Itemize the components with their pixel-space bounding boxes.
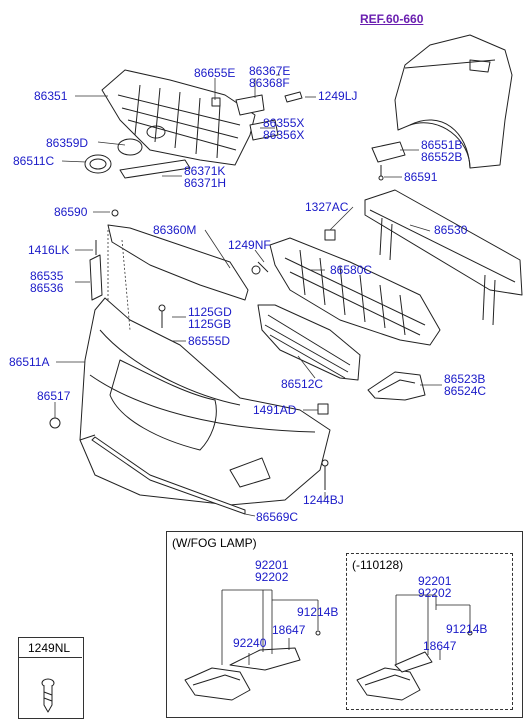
fog-part-label-91214B[interactable]: 91214B	[297, 605, 339, 619]
clip-drawing	[211, 91, 303, 141]
screw-drawing	[41, 678, 55, 713]
sub-part-label-92202[interactable]: 92202	[418, 586, 452, 600]
part-label-1491AD[interactable]: 1491AD	[253, 403, 297, 417]
fog-lamp-box	[166, 531, 523, 718]
absorber-drawing	[251, 237, 441, 346]
part-label-86536[interactable]: 86536	[30, 281, 64, 295]
part-label-86517[interactable]: 86517	[37, 389, 71, 403]
fog-part-label-92240[interactable]: 92240	[233, 636, 267, 650]
part-label-1125GD[interactable]: 1125GD	[188, 305, 232, 319]
sub-part-label-91214B[interactable]: 91214B	[446, 622, 488, 636]
upper-bracket-drawing	[107, 209, 249, 301]
bumper-drawing	[79, 297, 331, 506]
bracket-drawing	[371, 141, 406, 181]
part-label-86359D[interactable]: 86359D	[46, 136, 89, 150]
part-label-86580C[interactable]: 86580C	[330, 263, 373, 277]
part-label-1249NF[interactable]: 1249NF	[228, 238, 271, 252]
part-label-86511C[interactable]: 86511C	[13, 154, 55, 168]
sub-fog-lamp-box	[346, 553, 513, 710]
part-label-1125GB[interactable]: 1125GB	[188, 317, 232, 331]
part-label-86524C[interactable]: 86524C	[444, 384, 487, 398]
part-label-86371K[interactable]: 86371K	[184, 164, 226, 178]
fog-cover-drawing	[367, 371, 426, 401]
part-label-1249LJ[interactable]: 1249LJ	[318, 89, 358, 103]
part-label-86655E[interactable]: 86655E	[194, 66, 236, 80]
part-1249NL-title-box	[18, 637, 82, 658]
part-1249NL-box	[18, 637, 84, 719]
part-label-86356X[interactable]: 86356X	[263, 128, 305, 142]
fog-lamp-drawing	[184, 589, 321, 701]
fog-lamp-box-title: (W/FOG LAMP)	[172, 536, 257, 550]
part-label-86351[interactable]: 86351	[34, 89, 68, 103]
emblem-drawing	[84, 138, 191, 179]
ref-link[interactable]: REF.60-660	[360, 12, 424, 26]
part-label-86530[interactable]: 86530	[434, 223, 468, 237]
part-label-86552B[interactable]: 86552B	[421, 150, 463, 164]
part-label-86371H[interactable]: 86371H	[184, 176, 227, 190]
part-label-86511A[interactable]: 86511A	[9, 355, 50, 369]
leader-lines	[54, 74, 442, 517]
sub-fog-lamp-box-title: (-110128)	[352, 558, 404, 572]
part-label-1244BJ[interactable]: 1244BJ	[303, 493, 344, 507]
part-label-86523B[interactable]: 86523B	[444, 372, 486, 386]
part-label-86590[interactable]: 86590	[54, 205, 88, 219]
part-label-86367E[interactable]: 86367E	[249, 64, 291, 78]
part-label-86512C[interactable]: 86512C	[281, 377, 324, 391]
fog-part-label-92202[interactable]: 92202	[255, 570, 289, 584]
upper-grille-drawing	[101, 69, 256, 166]
part-1249NL-title[interactable]: 1249NL	[28, 641, 71, 655]
part-label-86591[interactable]: 86591	[404, 170, 438, 184]
part-label-1416LK[interactable]: 1416LK	[28, 243, 70, 257]
part-label-86360M[interactable]: 86360M	[153, 223, 197, 237]
fog-part-label-18647[interactable]: 18647	[272, 623, 306, 637]
part-label-1327AC[interactable]: 1327AC	[305, 200, 349, 214]
lower-grille-drawing	[257, 304, 361, 381]
part-label-86569C[interactable]: 86569C	[256, 510, 299, 524]
part-label-86355X[interactable]: 86355X	[263, 116, 305, 130]
part-label-86555D[interactable]: 86555D	[188, 334, 231, 348]
part-label-86551B[interactable]: 86551B	[421, 138, 463, 152]
fender-drawing	[394, 34, 513, 169]
fog-part-label-92201[interactable]: 92201	[255, 558, 289, 572]
part-label-86368F[interactable]: 86368F	[249, 76, 290, 90]
part-label-86535[interactable]: 86535	[30, 269, 64, 283]
sub-part-label-18647[interactable]: 18647	[423, 639, 457, 653]
sub-part-label-92201[interactable]: 92201	[418, 574, 452, 588]
sub-fog-lamp-drawing	[356, 594, 473, 701]
front-beam-drawing	[324, 189, 523, 326]
side-bracket-drawing	[89, 240, 103, 301]
